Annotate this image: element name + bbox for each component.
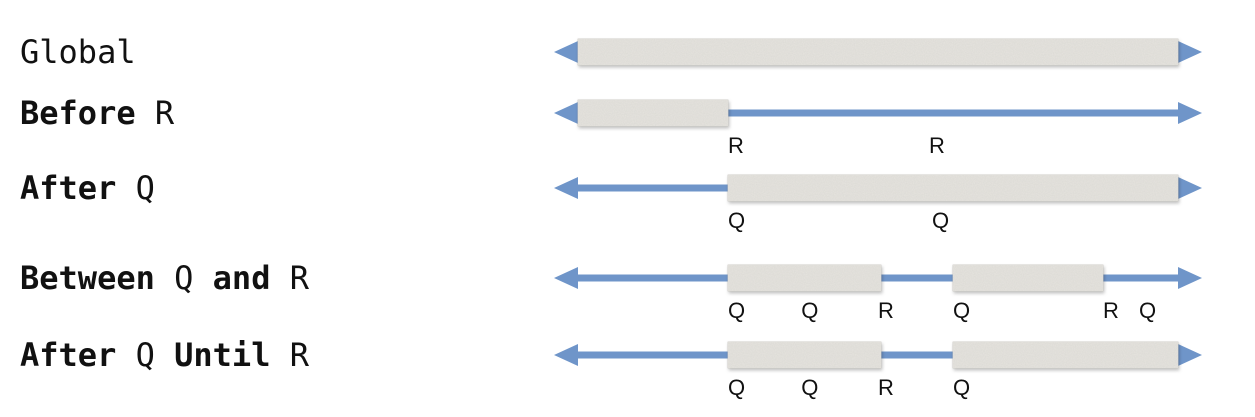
event-marker: Q bbox=[801, 375, 818, 400]
row-label-part: Global bbox=[20, 33, 136, 71]
event-marker: Q bbox=[1139, 298, 1156, 323]
row-label-part: R bbox=[270, 336, 309, 374]
row-label-part: Q bbox=[155, 259, 213, 297]
event-marker: R bbox=[929, 133, 945, 158]
row-label-part: After bbox=[20, 336, 116, 374]
arrow-right-icon bbox=[1178, 177, 1202, 199]
row-label-part: Before bbox=[20, 94, 136, 132]
row-label-part: R bbox=[136, 94, 175, 132]
row-label: After Q bbox=[20, 169, 155, 207]
arrow-left-icon bbox=[554, 344, 578, 366]
scope-segment-texture bbox=[728, 342, 881, 368]
arrow-right-icon bbox=[1178, 267, 1202, 289]
row-label-part: R bbox=[270, 259, 309, 297]
event-marker: Q bbox=[953, 375, 970, 400]
event-marker: Q bbox=[728, 208, 745, 233]
timeline-shaft bbox=[578, 109, 1178, 117]
row-label-part: Q bbox=[116, 336, 174, 374]
scope-segment-texture bbox=[953, 342, 1178, 368]
arrow-left-icon bbox=[554, 177, 578, 199]
scope-segment-texture bbox=[728, 265, 881, 291]
scope-segment-texture bbox=[578, 100, 728, 126]
event-marker: Q bbox=[728, 298, 745, 323]
row-label-part: and bbox=[213, 259, 271, 297]
event-marker: R bbox=[1103, 298, 1119, 323]
scope-segment-texture bbox=[578, 39, 1178, 65]
arrow-right-icon bbox=[1178, 41, 1202, 63]
row-label-part: Between bbox=[20, 259, 155, 297]
arrow-left-icon bbox=[554, 41, 578, 63]
row-label-part: Until bbox=[174, 336, 270, 374]
event-marker: Q bbox=[728, 375, 745, 400]
event-marker: R bbox=[878, 298, 894, 323]
row-label: Before R bbox=[20, 94, 175, 132]
row-label: After Q Until R bbox=[20, 336, 310, 374]
row-label-part: After bbox=[20, 169, 116, 207]
scope-segment-texture bbox=[728, 175, 1178, 201]
arrow-left-icon bbox=[554, 102, 578, 124]
event-marker: R bbox=[728, 133, 744, 158]
scope-segment-texture bbox=[953, 265, 1103, 291]
event-marker: Q bbox=[801, 298, 818, 323]
event-marker: Q bbox=[932, 208, 949, 233]
row-label: Between Q and R bbox=[20, 259, 310, 297]
row-label-part: Q bbox=[116, 169, 155, 207]
arrow-left-icon bbox=[554, 267, 578, 289]
arrow-right-icon bbox=[1178, 102, 1202, 124]
scope-row: Global bbox=[20, 33, 1202, 71]
row-label: Global bbox=[20, 33, 136, 71]
event-marker: R bbox=[878, 375, 894, 400]
event-marker: Q bbox=[953, 298, 970, 323]
arrow-right-icon bbox=[1178, 344, 1202, 366]
